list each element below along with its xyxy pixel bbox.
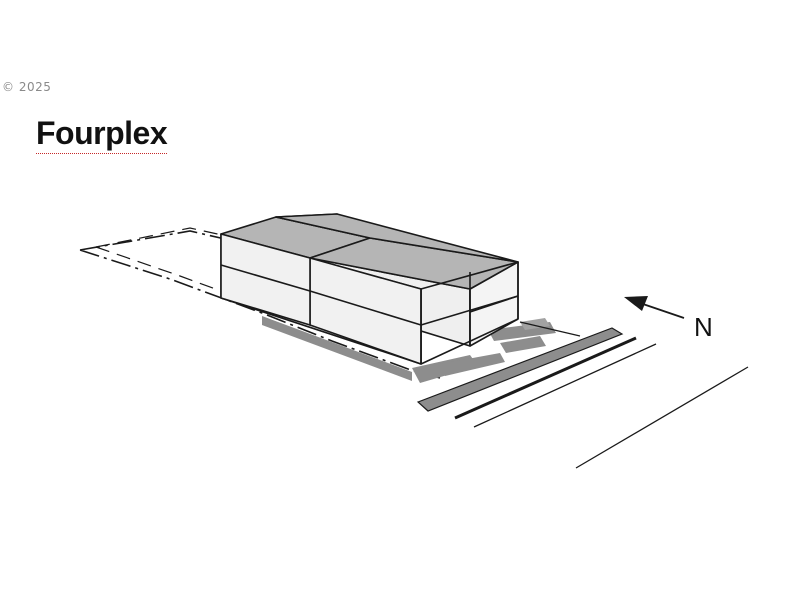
north-label: N: [694, 312, 713, 342]
floor-line-left: [220, 264, 311, 292]
driveway-right-lower: [500, 336, 546, 353]
driveway-left-lower: [440, 353, 505, 376]
page-title: Fourplex: [36, 113, 168, 154]
floor-line-side: [469, 295, 519, 313]
curb-line: [454, 336, 637, 420]
copyright-notice: © 2025: [2, 80, 52, 94]
building-left-face: [220, 233, 311, 326]
street-edge-line: [473, 343, 657, 428]
street: [416, 321, 749, 469]
street-far-line: [575, 366, 749, 469]
edge-roof-right: [420, 261, 519, 290]
sidewalk-band: [416, 327, 624, 412]
floor-line-front: [309, 290, 422, 326]
lot-boundary-outer: [79, 230, 441, 379]
north-arrow-shaft: [639, 302, 685, 319]
building-massing: [220, 213, 519, 365]
walkway-strip: [262, 316, 412, 381]
lot-front-edge: [519, 321, 581, 337]
north-arrow: N: [624, 296, 713, 342]
north-arrow-head: [624, 296, 648, 311]
edge-base-right: [420, 318, 519, 365]
